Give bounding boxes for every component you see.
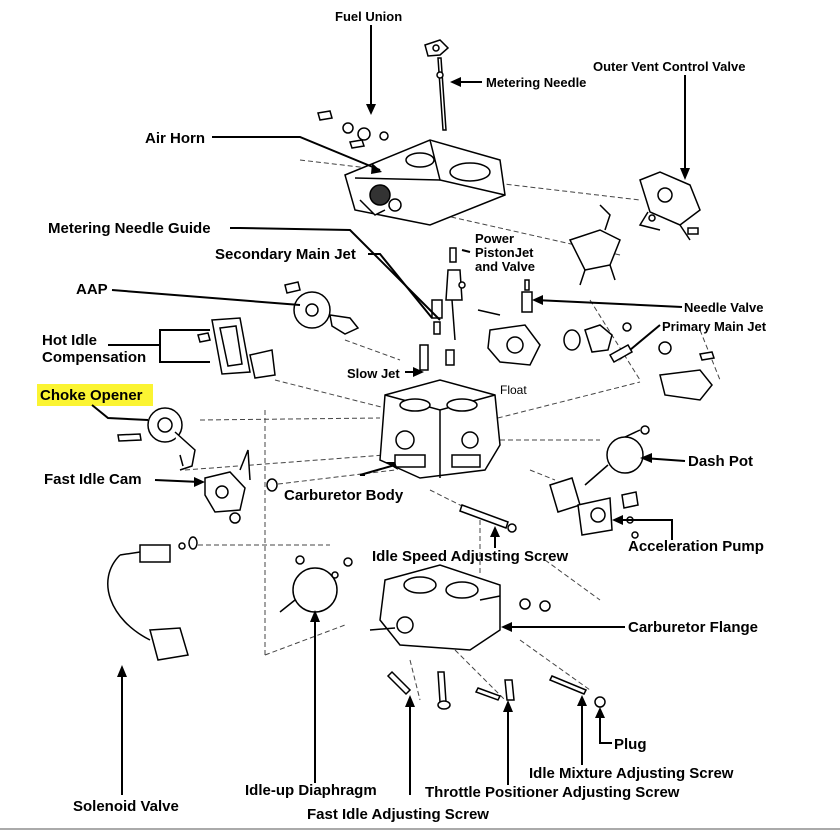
label-carburetor-flange: Carburetor Flange xyxy=(628,619,758,636)
dash-pot-part xyxy=(584,425,650,486)
arrow-heads xyxy=(117,77,690,718)
air-horn-fasteners xyxy=(317,110,389,149)
leader-hot-idle-1 xyxy=(108,329,210,346)
label-float: Float xyxy=(500,383,527,397)
label-power-piston-line1: Power xyxy=(475,231,514,246)
float-part xyxy=(477,309,541,366)
leader-carburetor-body xyxy=(359,464,396,476)
label-plug: Plug xyxy=(614,736,647,753)
acceleration-pump-part xyxy=(549,477,639,539)
slow-jet-part xyxy=(419,344,455,371)
label-slow-jet: Slow Jet xyxy=(347,366,400,381)
label-idle-mixture-adjusting-screw: Idle Mixture Adjusting Screw xyxy=(529,765,734,782)
idle-up-diaphragm-part xyxy=(279,555,353,613)
leader-lines xyxy=(91,25,686,795)
label-power-piston-line2: PistonJet xyxy=(475,245,534,260)
label-fast-idle-adjusting-screw: Fast Idle Adjusting Screw xyxy=(307,806,489,823)
label-carburetor-body: Carburetor Body xyxy=(284,487,404,504)
idle-speed-adjusting-screw-part xyxy=(459,504,517,533)
leader-primary-main-jet xyxy=(629,324,661,351)
label-primary-main-jet: Primary Main Jet xyxy=(662,319,767,334)
label-dash-pot: Dash Pot xyxy=(688,453,753,470)
label-air-horn: Air Horn xyxy=(145,130,205,147)
label-needle-valve: Needle Valve xyxy=(684,300,764,315)
flange-screws-part xyxy=(386,670,606,710)
label-fuel-union: Fuel Union xyxy=(335,9,402,24)
label-idle-up-diaphragm: Idle-up Diaphragm xyxy=(245,782,377,799)
leader-needle-valve xyxy=(534,299,683,308)
labels: Fuel Union Metering Needle Outer Vent Co… xyxy=(40,9,767,823)
power-piston-part xyxy=(445,247,466,341)
leader-aap xyxy=(111,289,301,306)
air-horn-part xyxy=(344,139,506,226)
solenoid-valve-part xyxy=(107,542,189,661)
carburetor-body-part xyxy=(379,379,501,479)
label-aap: AAP xyxy=(76,281,108,298)
carburetor-flange-part xyxy=(369,564,551,651)
leader-hot-idle-2 xyxy=(159,345,210,363)
parts xyxy=(107,39,715,710)
needle-valve-part xyxy=(521,279,533,313)
leader-choke-opener xyxy=(91,404,149,421)
vent-linkage-part xyxy=(568,204,621,286)
label-outer-vent-control-valve: Outer Vent Control Valve xyxy=(593,59,745,74)
leader-acceleration-pump xyxy=(615,519,673,540)
metering-needle-part xyxy=(436,57,447,131)
leader-air-horn xyxy=(212,136,381,171)
primary-main-jet-gaskets xyxy=(563,322,715,401)
outer-vent-control-valve-part xyxy=(638,171,701,241)
label-secondary-main-jet: Secondary Main Jet xyxy=(215,246,356,263)
label-hot-idle-line2: Compensation xyxy=(42,349,146,366)
leader-metering-needle-guide xyxy=(230,227,441,321)
leader-fast-idle-cam xyxy=(154,479,201,483)
label-throttle-positioner-adjusting-screw: Throttle Positioner Adjusting Screw xyxy=(425,784,680,801)
label-acceleration-pump: Acceleration Pump xyxy=(628,538,764,555)
label-metering-needle: Metering Needle xyxy=(486,75,586,90)
label-hot-idle-line1: Hot Idle xyxy=(42,332,97,349)
fast-idle-cam-part xyxy=(188,449,278,550)
leader-plug xyxy=(599,712,612,744)
label-metering-needle-guide: Metering Needle Guide xyxy=(48,220,211,237)
leader-secondary-main-jet xyxy=(368,253,433,319)
choke-opener-highlight xyxy=(37,384,153,406)
label-power-piston-line3: and Valve xyxy=(475,259,535,274)
label-idle-speed-adjusting-screw: Idle Speed Adjusting Screw xyxy=(372,548,568,565)
aap-part xyxy=(284,281,360,335)
label-fast-idle-cam: Fast Idle Cam xyxy=(44,471,142,488)
label-solenoid-valve: Solenoid Valve xyxy=(73,798,179,815)
leader-power-piston xyxy=(461,249,471,253)
label-choke-opener: Choke Opener xyxy=(40,387,143,404)
fuel-union-part xyxy=(424,39,450,57)
choke-opener-part xyxy=(117,407,196,471)
hot-idle-compensation-part xyxy=(197,317,276,379)
